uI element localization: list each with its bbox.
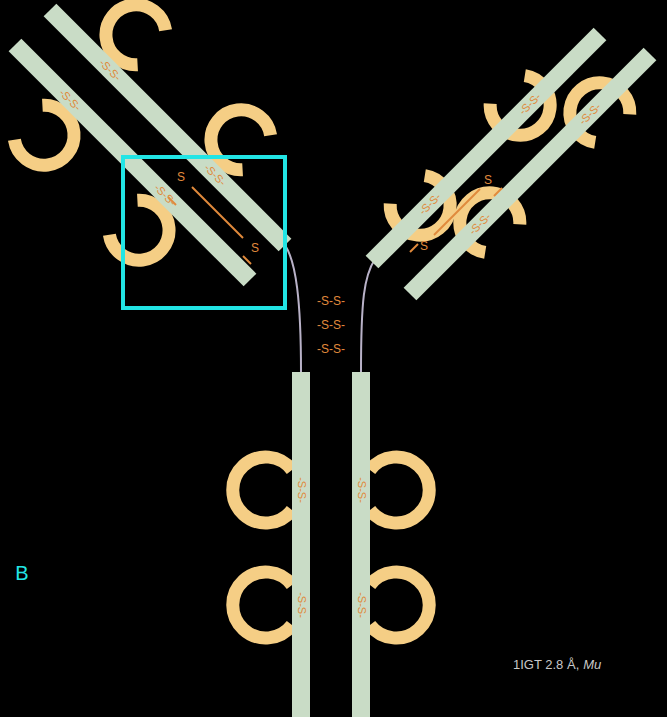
loops: [14, 5, 629, 638]
domain-loop: [106, 5, 166, 65]
disulfide-label: -S-S-: [317, 319, 345, 331]
hinge-link: [285, 245, 301, 372]
disulfide-label: -S-S-: [317, 295, 345, 307]
domain-loop: [109, 200, 169, 260]
disulfide-label: -S-S-: [296, 592, 307, 618]
caption-text: Mu: [583, 658, 601, 671]
sulfur-label: S: [177, 171, 185, 183]
heavy-chain: [292, 372, 310, 717]
hinge-link: [361, 259, 375, 372]
disulfide-label: -S-S-: [356, 477, 367, 503]
hinge-links: [285, 245, 375, 372]
bond-tick: [494, 188, 502, 196]
intrachain-bonds: [168, 187, 502, 264]
chains: [15, 10, 650, 717]
domain-loop: [14, 105, 74, 165]
bond-tick: [410, 244, 418, 252]
disulfide-label: -S-S-: [317, 343, 345, 355]
domain-loop: [370, 572, 429, 638]
heavy-chain: [352, 372, 370, 717]
domain-loop: [370, 457, 429, 523]
highlight-box: [123, 157, 285, 308]
caption-text: 1IGT 2.8 Å,: [513, 658, 579, 671]
domain-loop: [233, 572, 292, 638]
domain-loop: [233, 457, 292, 523]
bond-tick: [243, 256, 251, 264]
domain-loop: [211, 110, 271, 170]
sulfur-label: S: [420, 240, 428, 252]
sulfur-label: S: [484, 174, 492, 186]
disulfide-label: -S-S-: [356, 592, 367, 618]
sulfur-label: S: [251, 242, 259, 254]
light-chain: [410, 54, 650, 294]
disulfide-line: [192, 187, 243, 238]
light-chain: [15, 45, 250, 280]
panel-letter: B: [15, 563, 28, 583]
disulfide-label: -S-S-: [296, 477, 307, 503]
